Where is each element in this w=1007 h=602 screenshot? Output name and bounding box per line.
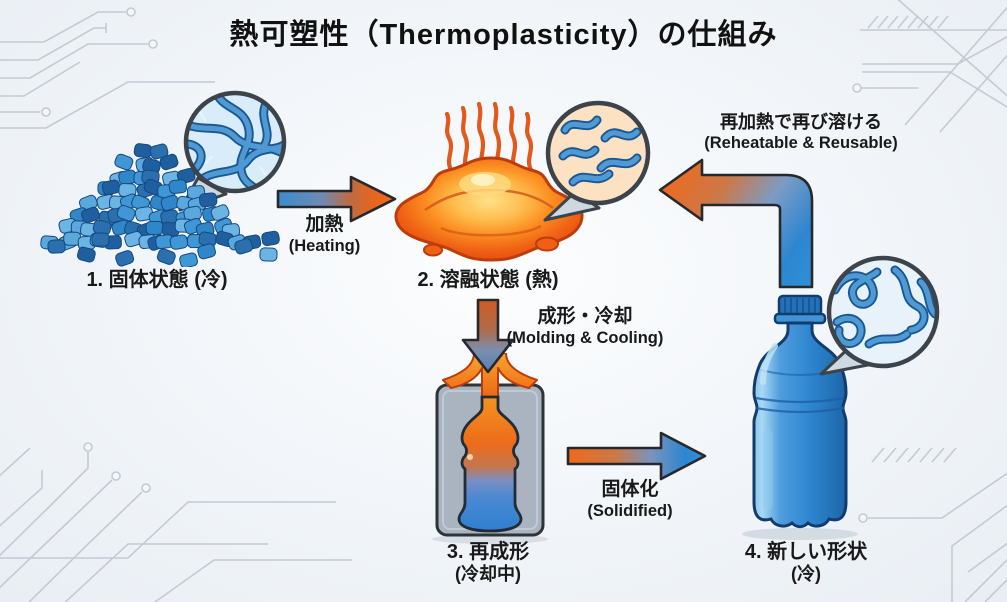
solidified-label-jp: 固体化 xyxy=(601,479,659,500)
step3-label-main: 3. 再成形 xyxy=(446,541,530,563)
heating-label-jp: 加熱 xyxy=(305,214,344,235)
heating-arrow-icon xyxy=(276,175,397,223)
molding-label-jp: 成形・冷却 xyxy=(537,306,633,327)
molten-blob-illustration xyxy=(394,100,651,262)
reheat-arrow-icon xyxy=(658,158,814,289)
step2-label: 2. 溶融状態 (熱) xyxy=(417,269,559,291)
solidified-arrow-icon xyxy=(566,431,707,481)
reheat-label: 再加熱で再び溶ける (Reheatable & Reusable) xyxy=(688,112,914,153)
heating-label-en: (Heating) xyxy=(288,236,361,255)
pellet-pile-illustration xyxy=(40,90,287,267)
reheat-label-en: (Reheatable & Reusable) xyxy=(704,133,898,152)
solidified-label: 固体化 (Solidified) xyxy=(555,479,705,522)
polymer-chain-network-magnifier-icon xyxy=(183,90,287,194)
molten-plastic-icon xyxy=(394,156,584,262)
step1-label: 1. 固体状態 (冷) xyxy=(86,269,228,291)
page-title: 熱可塑性（Thermoplasticity）の仕組み xyxy=(229,19,778,51)
step4-label-sub: (冷) xyxy=(791,564,821,584)
step3-label-sub: (冷却中) xyxy=(455,564,521,584)
bottle-cap-icon xyxy=(773,294,827,325)
step4-label-main: 4. 新しい形状 xyxy=(744,541,868,563)
plastic-pellets-icon xyxy=(40,143,280,267)
molding-label: 成形・冷却 (Molding & Cooling) xyxy=(490,306,680,349)
step4-label: 4. 新しい形状 (冷) xyxy=(696,540,916,586)
cooling-bottle-icon xyxy=(457,395,523,533)
molding-arrow-icon xyxy=(461,298,515,374)
mold-illustration xyxy=(432,353,548,544)
step3-label: 3. 再成形 (冷却中) xyxy=(398,540,578,586)
polymer-chain-loose-magnifier-icon xyxy=(543,100,651,222)
heating-label: 加熱 (Heating) xyxy=(262,214,387,257)
bottle-illustration xyxy=(742,255,940,540)
solidified-label-en: (Solidified) xyxy=(587,501,673,520)
reheat-label-jp: 再加熱で再び溶ける xyxy=(720,112,882,132)
polymer-chain-network-magnifier-icon xyxy=(819,255,940,376)
molding-label-en: (Molding & Cooling) xyxy=(506,328,664,347)
